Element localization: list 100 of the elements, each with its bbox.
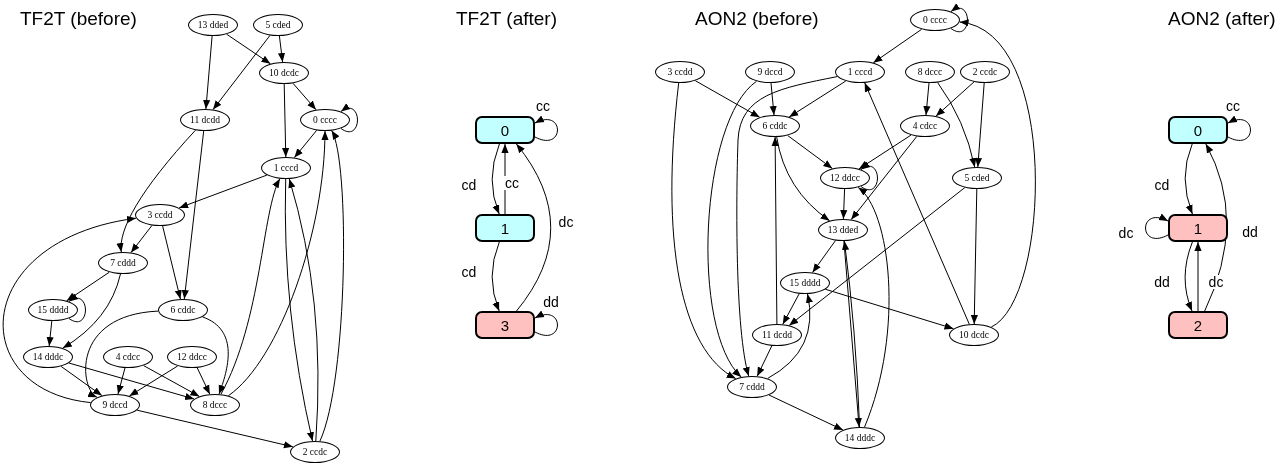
arrow [85, 310, 159, 398]
state-label: 14 dddc [32, 352, 64, 362]
state-label: 4 cdcc [115, 352, 141, 362]
arrow [776, 136, 831, 222]
graph-title: TF2T (after) [456, 8, 557, 30]
arrow [769, 82, 777, 116]
arrow [202, 316, 229, 395]
state-label: 14 dddc [844, 433, 876, 443]
state-ellipse [253, 14, 303, 36]
state-ellipse [103, 346, 153, 368]
state-box [475, 214, 535, 242]
state-ellipse [949, 324, 999, 346]
graph-title: AON2 (before) [695, 8, 819, 30]
arrow [491, 241, 500, 312]
arrow [768, 394, 844, 431]
state-ellipse [750, 115, 800, 137]
edge-label: dc [1117, 226, 1135, 240]
state-label: 12 ddcc [177, 352, 207, 362]
edge-label: dd [542, 295, 560, 309]
arrow [959, 21, 1036, 328]
arrow [282, 83, 290, 158]
arrow [840, 188, 848, 220]
state-ellipse [180, 109, 230, 131]
arrow [203, 35, 213, 110]
state-label: 0 cccc [923, 15, 947, 25]
state-label: 15 dddd [789, 278, 821, 288]
state-label: 0 [1193, 121, 1203, 139]
arrow [736, 76, 838, 377]
state-label: 10 dcdc [269, 68, 299, 78]
state-label: 1 [500, 219, 510, 237]
arrow [68, 362, 195, 400]
state-ellipse [745, 61, 795, 83]
state-box [475, 311, 535, 339]
state-label: 6 cddc [170, 305, 196, 315]
arrow [787, 135, 833, 169]
arrow [825, 288, 954, 330]
arrow [491, 143, 500, 215]
state-ellipse [952, 167, 1002, 189]
arrow [756, 345, 773, 377]
state-label: 15 dddd [37, 305, 69, 315]
state-label: 2 [1193, 316, 1203, 334]
arrow [1184, 143, 1193, 215]
arrow [292, 82, 317, 111]
state-label: 13 dded [197, 20, 229, 30]
arrow [116, 367, 126, 395]
state-label: 7 cddd [110, 258, 136, 268]
arrow [694, 80, 761, 118]
arrow [68, 294, 86, 323]
arrow [1227, 116, 1251, 141]
edge-label: dd [1241, 225, 1259, 239]
arrow [46, 320, 54, 347]
graph-title: AON2 (after) [1168, 8, 1276, 30]
arrow [212, 34, 271, 111]
state-ellipse [300, 109, 350, 131]
state-label: 12 ddcc [830, 173, 860, 183]
state-box [1168, 311, 1228, 339]
state-ellipse [259, 62, 309, 84]
state-box [1168, 116, 1228, 144]
state-box [475, 116, 535, 144]
arrow [534, 116, 558, 141]
arrow [196, 367, 211, 395]
state-label: 9 dccd [757, 67, 783, 77]
arrow [1184, 241, 1193, 312]
state-ellipse [290, 441, 340, 463]
edge-label: dc [557, 215, 575, 229]
state-box [1168, 214, 1228, 242]
state-ellipse [135, 204, 185, 226]
state-label: 4 cdcc [912, 121, 938, 131]
arrow [501, 143, 509, 215]
arrow [935, 81, 975, 117]
state-ellipse [158, 299, 208, 321]
state-ellipse [261, 157, 311, 179]
state-label: 1 cccd [273, 163, 299, 173]
arrow [319, 130, 345, 442]
state-label: 13 dded [827, 225, 859, 235]
arrow [850, 135, 918, 221]
edge-label: cd [460, 265, 478, 279]
arrow [136, 409, 294, 449]
state-label: 6 cddc [762, 121, 788, 131]
edge-label: cd [1153, 178, 1171, 192]
arrow [923, 82, 931, 116]
state-label: 5 cded [964, 173, 990, 183]
arrow [771, 136, 779, 325]
state-ellipse [188, 14, 238, 36]
arrow [1194, 241, 1202, 312]
arrow [162, 225, 182, 300]
state-label: 8 dccc [917, 67, 943, 77]
arrow [128, 365, 179, 397]
state-ellipse [905, 61, 955, 83]
edge-label: cd [460, 178, 478, 192]
state-ellipse [167, 346, 217, 368]
graph-title: TF2T (before) [20, 8, 137, 30]
arrow [860, 162, 878, 191]
state-label: 1 [1193, 219, 1203, 237]
arrow [950, 4, 968, 33]
arrow [143, 365, 200, 397]
state-ellipse [90, 394, 140, 416]
state-ellipse [190, 394, 240, 416]
arrow [857, 186, 890, 428]
state-ellipse [655, 61, 705, 83]
